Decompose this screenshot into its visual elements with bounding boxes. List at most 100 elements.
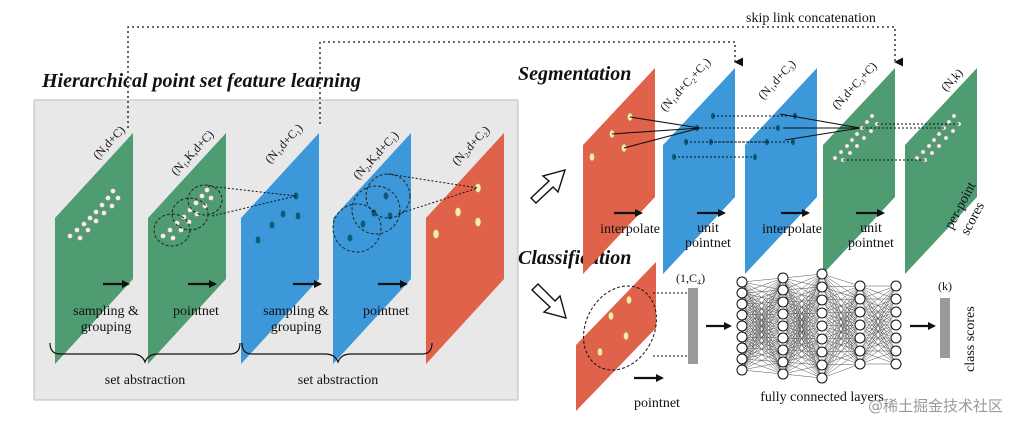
fc-edge <box>741 292 784 315</box>
fc-edge <box>741 325 784 351</box>
skip-link-inner <box>319 41 743 124</box>
fc-neuron <box>890 306 902 318</box>
fc-edge <box>859 285 897 313</box>
fc-edge <box>821 273 861 287</box>
brace-label-1: set abstraction <box>105 373 185 388</box>
fc-neuron <box>777 296 789 308</box>
fc-edge <box>782 286 823 375</box>
fc-edge <box>782 277 823 301</box>
fc-neuron <box>854 358 866 370</box>
fc-edge <box>741 358 784 363</box>
fc-edge <box>741 336 784 339</box>
fc-edge <box>741 289 784 338</box>
fc-edge <box>782 325 823 379</box>
fc-edge <box>741 303 784 327</box>
fc-edge <box>782 289 823 314</box>
fc-edge <box>741 347 784 375</box>
fc-edge <box>782 277 823 340</box>
fc-edge <box>782 313 823 327</box>
fc-edge <box>782 349 823 353</box>
fc-edge <box>741 314 784 375</box>
fc-edge <box>782 301 823 353</box>
fc-neuron <box>816 294 828 306</box>
fc-edge <box>782 289 823 379</box>
fc-edge <box>821 311 861 379</box>
fc-edge <box>741 303 784 375</box>
op-pointnet-2: pointnet <box>363 304 409 319</box>
fc-edge <box>782 325 823 366</box>
fc-edge <box>741 336 784 375</box>
fc-edge <box>741 313 784 316</box>
fc-neuron <box>890 358 902 370</box>
brace-label-2: set abstraction <box>298 373 378 388</box>
fc-edge <box>741 289 784 305</box>
fc-edge <box>741 277 784 338</box>
fc-edge <box>741 337 784 360</box>
fc-neuron <box>777 272 789 284</box>
head-arrows <box>529 168 567 319</box>
fc-edge <box>782 312 823 315</box>
segmentation-title: Segmentation <box>518 63 631 85</box>
fc-edge <box>782 313 823 353</box>
fc-edge <box>782 337 823 353</box>
fc-edge <box>741 325 784 363</box>
fc-edge <box>782 273 823 351</box>
seg-op-unit-2: unit <box>860 221 882 236</box>
fc-edge <box>741 292 784 375</box>
fc-edge <box>741 337 784 371</box>
fc-edge <box>782 351 823 375</box>
fc-edge <box>782 325 823 351</box>
fc-neuron <box>777 284 789 296</box>
score-dim: (k) <box>938 279 952 293</box>
fc-edge <box>782 337 823 366</box>
fc-edge <box>741 301 784 371</box>
fc-edge <box>821 298 861 379</box>
fc-edge <box>782 289 823 366</box>
hierarchical-title: Hierarchical point set feature learning <box>41 70 361 92</box>
to-segmentation-arrow <box>529 168 567 204</box>
fc-neuron <box>854 280 866 292</box>
fc-edge <box>741 325 784 349</box>
fc-edge <box>741 277 784 294</box>
fc-neuron <box>816 268 828 280</box>
fc-neuron <box>816 320 828 332</box>
fc-edge <box>782 289 823 301</box>
op-grouping-2: grouping <box>271 320 322 335</box>
fc-edge <box>741 303 784 351</box>
fc-neuron <box>736 364 748 376</box>
fc-edge <box>741 313 784 371</box>
fc-edge <box>782 325 823 375</box>
fc-edge <box>741 281 784 375</box>
fc-edge <box>859 298 897 365</box>
fc-edge <box>782 273 823 279</box>
fc-edge <box>741 301 784 338</box>
fc-edge <box>782 301 823 327</box>
fc-edge <box>741 336 784 363</box>
fc-edge <box>741 314 784 327</box>
feature-points-1 <box>255 192 301 244</box>
fc-edge <box>782 361 823 366</box>
cls-op-pointnet: pointnet <box>634 396 680 411</box>
fc-neuron <box>777 308 789 320</box>
cls-points <box>583 285 657 371</box>
fc-edge <box>821 285 861 314</box>
fc-edge <box>741 325 784 360</box>
fc-edge <box>821 285 861 288</box>
fc-neuron <box>816 372 828 384</box>
fc-edge <box>741 289 784 316</box>
seg-layer-3 <box>745 68 817 274</box>
vector-dim: (1,C₄) <box>676 271 705 285</box>
fc-label: fully connected layers <box>760 390 884 405</box>
fc-edge <box>859 285 897 339</box>
fc-edge <box>741 281 784 291</box>
fully-connected-network <box>736 268 902 384</box>
fc-edge <box>741 281 784 303</box>
fc-neuron <box>854 345 866 357</box>
fc-edge <box>741 336 784 351</box>
fc-edge <box>859 285 897 300</box>
fc-neuron <box>777 332 789 344</box>
fc-neuron <box>736 342 748 354</box>
fc-edge <box>859 285 897 352</box>
fc-edge <box>741 301 784 327</box>
fc-edge <box>741 303 784 363</box>
